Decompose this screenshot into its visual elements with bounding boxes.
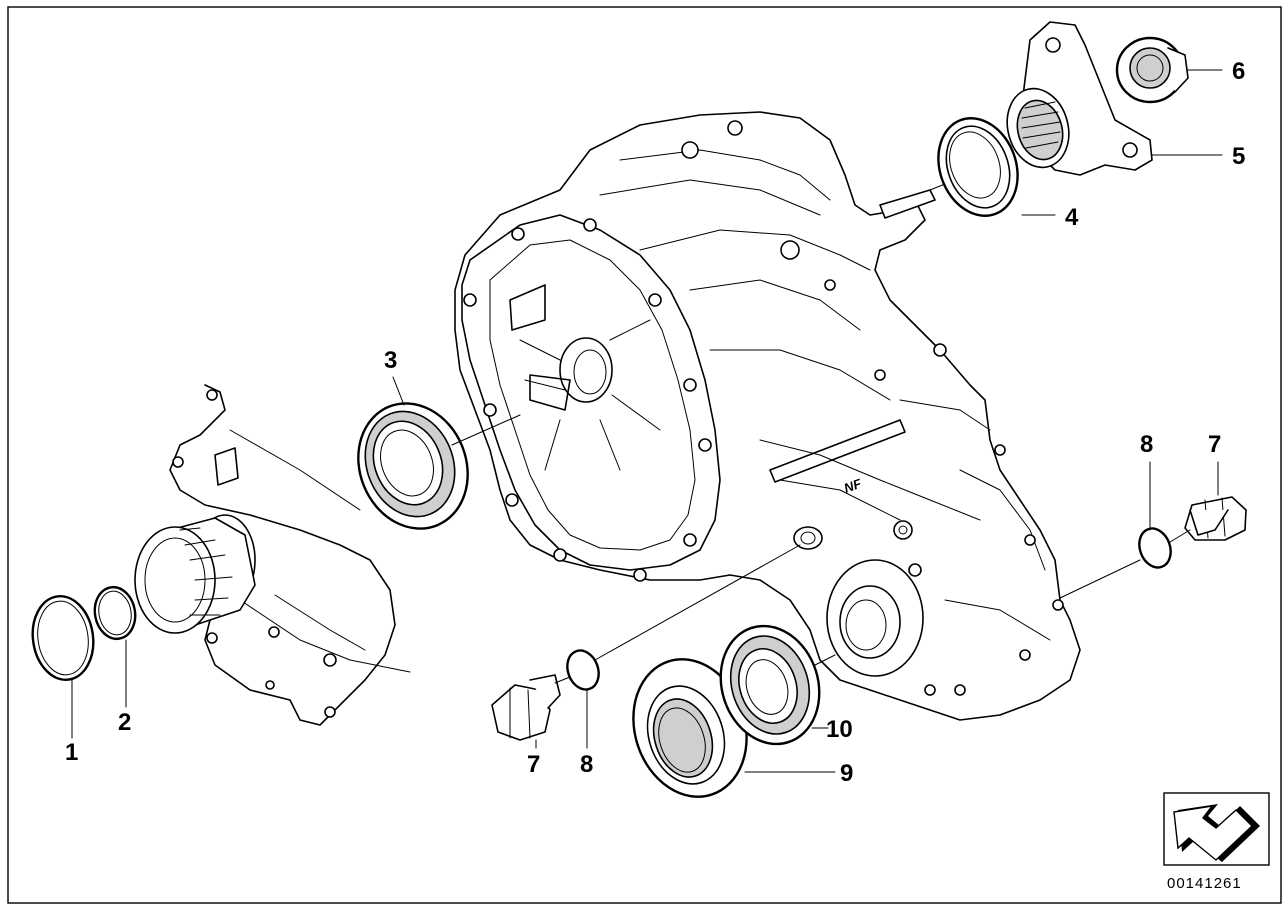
callout-7-lower: 7 bbox=[527, 751, 540, 778]
callout-8-lower: 8 bbox=[580, 751, 593, 778]
callout-2: 2 bbox=[118, 709, 131, 736]
part-3-shaft-seal bbox=[357, 376, 521, 530]
callout-5: 5 bbox=[1232, 143, 1245, 170]
callout-9: 9 bbox=[840, 760, 853, 787]
casting-mark: NF bbox=[842, 475, 864, 495]
transfer-case-housing: NF bbox=[454, 111, 1081, 721]
part-5-output-flange bbox=[1006, 21, 1223, 176]
callout-4: 4 bbox=[1065, 204, 1079, 231]
diagram-frame bbox=[7, 6, 1282, 904]
callout-3: 3 bbox=[384, 347, 397, 374]
part-7-plug-lower bbox=[491, 674, 561, 749]
callout-8-right: 8 bbox=[1140, 431, 1153, 458]
callout-7-right: 7 bbox=[1208, 431, 1221, 458]
callout-6: 6 bbox=[1232, 58, 1245, 85]
part-9-seal-cap bbox=[632, 658, 836, 798]
part-7-plug-right bbox=[1184, 461, 1247, 541]
drawing-number: 00141261 bbox=[1167, 875, 1242, 892]
transmission-housing-section bbox=[134, 384, 411, 726]
part-8-oring-lower bbox=[554, 544, 801, 749]
part-8-oring-right bbox=[1059, 461, 1191, 599]
part-6-collar-nut bbox=[1115, 36, 1223, 104]
callout-1: 1 bbox=[65, 739, 78, 766]
callout-labels: 1 2 3 4 5 6 7 8 7 8 9 10 bbox=[65, 58, 1245, 787]
callout-10: 10 bbox=[826, 716, 853, 743]
part-4-seal-ring bbox=[929, 117, 1056, 217]
direction-arrow-icon bbox=[1163, 792, 1270, 866]
part-10-shaft-seal bbox=[719, 624, 836, 746]
part-2-circlip bbox=[93, 585, 137, 708]
part-1-snap-ring bbox=[31, 594, 95, 739]
